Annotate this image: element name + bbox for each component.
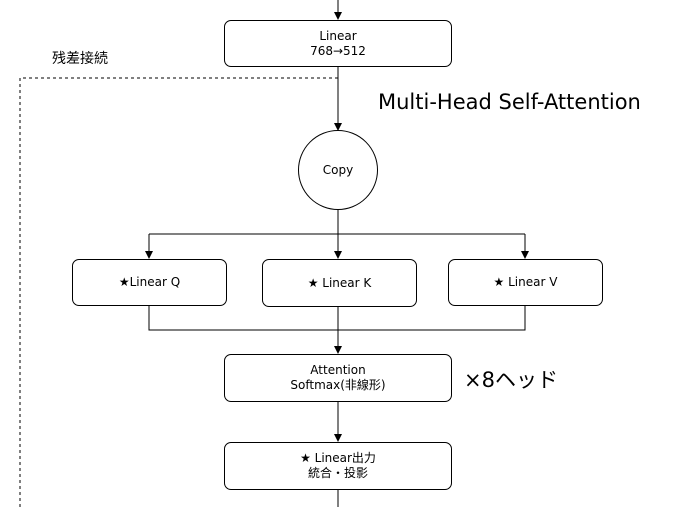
linear-output-box: ★ Linear出力 統合・投影: [224, 442, 452, 490]
attention-softmax-label: Softmax(非線形): [290, 378, 386, 392]
residual-connection-line: [19, 77, 338, 507]
mhsa-title: Multi-Head Self-Attention: [378, 90, 641, 114]
heads-count-label: ×8ヘッド: [464, 368, 558, 392]
linear-top-title: Linear: [319, 28, 357, 43]
attention-title: Attention: [310, 363, 366, 377]
linear-k-label: ★ Linear K: [307, 275, 372, 290]
residual-connection-label: 残差接続: [52, 51, 108, 67]
linear-top-dims: 768→512: [310, 43, 366, 58]
linear-v-box: ★ Linear V: [448, 259, 603, 306]
linear-output-title: ★ Linear出力: [300, 451, 376, 465]
linear-v-label: ★ Linear V: [493, 275, 558, 289]
edge-qv-join: [148, 305, 526, 331]
linear-q-box: ★Linear Q: [72, 259, 227, 306]
linear-q-label: ★Linear Q: [118, 275, 181, 289]
linear-k-box: ★ Linear K: [262, 259, 417, 307]
copy-label: Copy: [322, 163, 354, 177]
copy-node: Copy: [298, 130, 378, 210]
attention-softmax-box: Attention Softmax(非線形): [224, 354, 452, 402]
linear-output-subtitle: 統合・投影: [307, 466, 368, 480]
linear-768-512-box: Linear 768→512: [224, 20, 452, 67]
